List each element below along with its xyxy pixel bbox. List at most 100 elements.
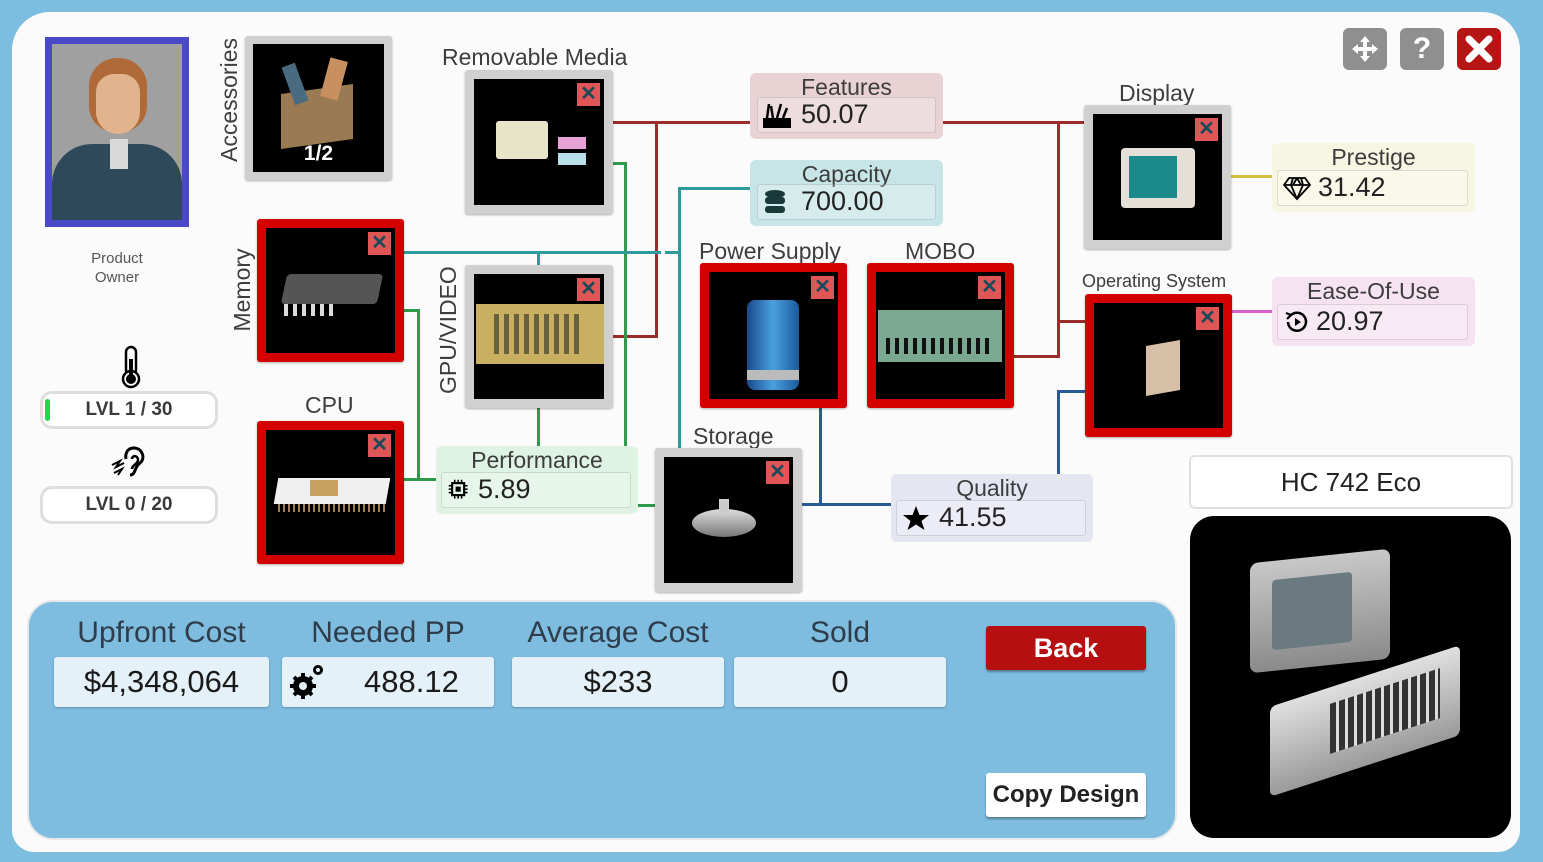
removable-media-slot[interactable]: ✕	[465, 70, 613, 214]
quality-label: Quality	[956, 475, 1028, 501]
link-line	[417, 309, 420, 481]
back-button[interactable]: Back	[986, 626, 1146, 670]
close-x-icon	[1465, 35, 1493, 63]
features-value: 50.07	[801, 99, 869, 129]
link-line	[819, 406, 822, 506]
link-line	[537, 408, 540, 446]
ease-of-use-label: Ease-Of-Use	[1307, 278, 1440, 304]
link-line	[1013, 355, 1060, 358]
move-button[interactable]	[1343, 28, 1387, 70]
average-cost-label: Average Cost	[527, 616, 709, 649]
link-line	[612, 335, 658, 338]
accessories-count: 1/2	[303, 142, 334, 165]
link-line	[537, 251, 540, 268]
link-line	[1229, 310, 1274, 313]
link-line	[1057, 320, 1087, 323]
product-owner-portrait[interactable]	[45, 37, 189, 227]
link-line	[678, 187, 752, 190]
memory-slot[interactable]: ✕	[257, 219, 404, 362]
remove-mobo-button[interactable]: ✕	[978, 276, 1001, 299]
remove-storage-button[interactable]: ✕	[766, 461, 789, 484]
link-line	[1057, 390, 1087, 393]
link-line	[801, 503, 893, 506]
owner-title-line1: Product	[91, 250, 143, 267]
remove-removable-media-button[interactable]: ✕	[577, 83, 600, 106]
product-name-field[interactable]: HC 742 Eco	[1189, 455, 1513, 509]
ear-icon	[110, 445, 150, 486]
performance-value: 5.89	[478, 474, 531, 504]
storage-slot[interactable]: ✕	[655, 448, 802, 592]
gears-icon	[290, 665, 323, 699]
performance-label: Performance	[471, 447, 603, 473]
accessories-slot[interactable]: 1/2	[245, 36, 392, 180]
features-stat: Features 50.07	[750, 73, 943, 139]
link-line	[1057, 121, 1060, 358]
mobo-label: MOBO	[905, 238, 976, 264]
remove-memory-button[interactable]: ✕	[368, 232, 391, 255]
operating-system-label: Operating System	[1082, 271, 1227, 291]
operating-system-slot[interactable]: ✕	[1085, 294, 1232, 437]
link-line	[612, 121, 752, 124]
display-label: Display	[1119, 80, 1195, 106]
close-button[interactable]	[1457, 28, 1501, 70]
features-label: Features	[801, 74, 892, 100]
prestige-stat: Prestige 31.42	[1272, 143, 1475, 212]
gpu-video-slot[interactable]: ✕	[465, 265, 613, 408]
ease-of-use-value: 20.97	[1316, 306, 1384, 336]
diamond-icon	[1283, 177, 1311, 201]
owner-title: Product Owner	[60, 249, 174, 287]
star-icon	[903, 506, 929, 530]
link-line	[403, 478, 438, 481]
sold-label: Sold	[809, 616, 871, 649]
remove-display-button[interactable]: ✕	[1195, 118, 1218, 141]
help-label: ?	[1412, 32, 1432, 65]
storage-label: Storage	[693, 423, 774, 449]
display-slot[interactable]: ✕	[1084, 105, 1231, 249]
prestige-label: Prestige	[1331, 144, 1416, 170]
capacity-label: Capacity	[801, 161, 892, 187]
remove-operating-system-button[interactable]: ✕	[1196, 307, 1219, 330]
capacity-value: 700.00	[801, 186, 884, 216]
database-icon	[765, 190, 785, 213]
remove-power-supply-button[interactable]: ✕	[811, 276, 834, 299]
level-box-1: LVL 1 / 30	[40, 391, 218, 429]
owner-title-line2: Owner	[94, 269, 140, 286]
cpu-slot[interactable]: ✕	[257, 421, 404, 564]
average-cost-value: $233	[512, 657, 724, 707]
link-line	[1229, 175, 1274, 178]
performance-stat: Performance 5.89	[436, 446, 638, 514]
level-label: LVL 0 / 20	[85, 494, 173, 515]
level-box-2: LVL 0 / 20	[40, 486, 218, 524]
chip-icon	[448, 479, 468, 499]
prestige-value: 31.42	[1318, 172, 1386, 202]
link-line	[942, 121, 1087, 124]
summary-panel: Upfront Cost $4,348,064 Needed PP 488.12…	[27, 600, 1177, 840]
link-line	[678, 187, 681, 457]
link-line	[636, 504, 656, 507]
mobo-slot[interactable]: ✕	[867, 263, 1014, 408]
power-supply-slot[interactable]: ✕	[700, 263, 847, 408]
gpu-video-label: GPU/VIDEO	[435, 266, 461, 394]
level-label: LVL 1 / 30	[85, 399, 173, 420]
needed-pp-box: 488.12	[282, 657, 494, 707]
upfront-cost-value: $4,348,064	[54, 657, 269, 707]
link-line	[624, 162, 627, 446]
memory-label: Memory	[229, 248, 255, 332]
help-button[interactable]: ?	[1400, 28, 1444, 70]
link-line	[655, 121, 658, 337]
quality-stat: Quality 41.55	[891, 474, 1093, 542]
remove-gpu-video-button[interactable]: ✕	[577, 278, 600, 301]
product-image	[1190, 516, 1511, 838]
link-line	[403, 309, 420, 312]
copy-design-button[interactable]: Copy Design	[986, 773, 1146, 817]
upfront-cost-label: Upfront Cost	[77, 616, 246, 649]
remove-cpu-button[interactable]: ✕	[368, 434, 391, 457]
move-arrows-icon	[1352, 36, 1378, 62]
needed-pp-value: 488.12	[364, 664, 459, 699]
ease-of-use-stat: Ease-Of-Use 20.97	[1272, 277, 1475, 346]
level-progress-fill	[45, 399, 50, 421]
replay-icon	[1285, 311, 1308, 332]
power-supply-label: Power Supply	[699, 238, 841, 264]
removable-media-label: Removable Media	[442, 44, 628, 70]
sold-value: 0	[734, 657, 946, 707]
